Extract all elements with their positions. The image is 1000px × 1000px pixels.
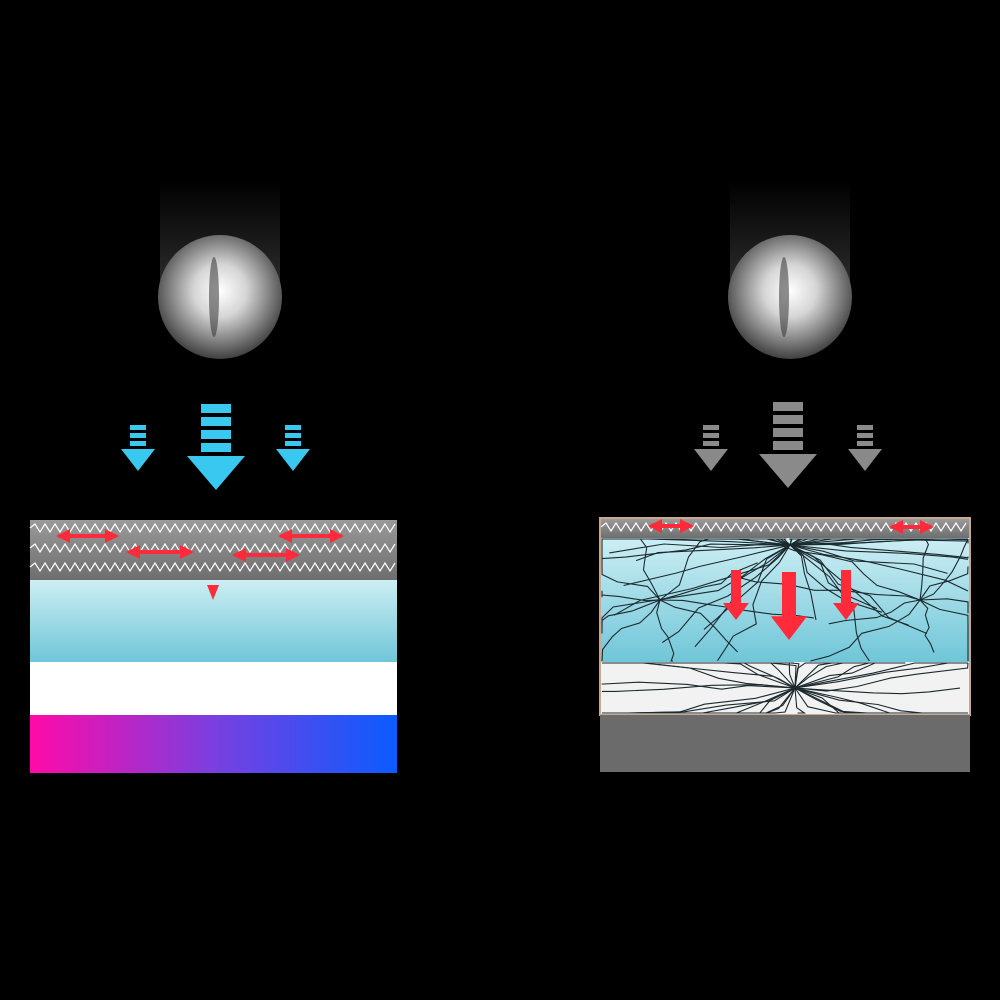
- crack-line: [789, 544, 969, 560]
- arrow-down-icon: [759, 402, 817, 488]
- crack-line: [661, 544, 791, 643]
- crack-line: [794, 687, 887, 714]
- crack-line: [688, 687, 796, 714]
- crack-line: [659, 599, 738, 653]
- layer-stack-protected: [29, 520, 397, 773]
- crack-line: [601, 681, 796, 690]
- crack-line: [810, 599, 921, 662]
- stress-arrows-protected: [56, 529, 344, 600]
- crack-line: [601, 590, 661, 602]
- crack-line: [789, 544, 870, 662]
- crack-line: [794, 662, 900, 689]
- layer-stack-unprotected: [599, 517, 971, 772]
- crack-line: [731, 575, 921, 601]
- crack-line: [789, 544, 878, 610]
- crack-line: [794, 687, 961, 695]
- arrow-down-icon: [121, 425, 155, 471]
- crack-line: [789, 544, 928, 635]
- crack-line: [919, 598, 969, 614]
- stress-arrow-down-icon: [723, 570, 749, 620]
- panel-unprotected: [599, 180, 971, 772]
- crack-line: [656, 599, 675, 662]
- steel-ball-icon: [158, 235, 282, 359]
- stress-arrow-icon: [56, 529, 119, 543]
- arrow-down-icon: [187, 404, 245, 490]
- crack-line: [794, 687, 807, 714]
- impact-arrows-unprotected: [694, 402, 882, 488]
- stress-arrow-down-icon: [207, 585, 219, 600]
- crack-line: [778, 662, 800, 689]
- glass-cracks: [601, 538, 969, 662]
- wave-line: [29, 542, 396, 554]
- panel-protected: [29, 180, 397, 773]
- stress-arrow-icon: [648, 519, 694, 533]
- steel-ball-icon: [728, 235, 852, 359]
- crack-line: [789, 544, 948, 574]
- arrow-down-icon: [276, 425, 310, 471]
- crack-line: [789, 538, 803, 546]
- crack-line: [659, 538, 735, 601]
- crack-line: [632, 538, 661, 601]
- crack-line: [601, 599, 661, 628]
- crack-line: [623, 544, 791, 587]
- wave-line: [29, 522, 396, 534]
- stress-arrow-icon: [278, 529, 344, 543]
- crack-line: [789, 538, 968, 546]
- crack-line: [794, 662, 968, 689]
- crack-line: [794, 662, 969, 692]
- crack-line: [789, 544, 969, 592]
- crack-line: [794, 687, 968, 714]
- crack-line: [613, 544, 791, 616]
- impact-arrows-protected: [121, 404, 310, 490]
- crack-line: [919, 538, 930, 601]
- crack-line: [601, 544, 791, 634]
- crack-line: [828, 599, 921, 625]
- crack-line: [741, 538, 791, 546]
- crack-line: [789, 544, 883, 613]
- crack-line: [789, 544, 817, 621]
- arrow-down-icon: [848, 425, 882, 471]
- crack-line: [789, 539, 969, 546]
- stress-arrow-icon: [126, 545, 194, 559]
- crack-line: [779, 544, 921, 601]
- crack-line: [601, 539, 661, 601]
- crack-line: [703, 544, 791, 630]
- stress-arrow-icon: [232, 548, 300, 562]
- white-layer-cracks: [601, 662, 969, 714]
- crack-line: [717, 544, 791, 662]
- crack-line: [919, 538, 969, 601]
- wave-line: [29, 561, 396, 573]
- stress-arrows-unprotected: [648, 519, 934, 640]
- crack-line: [919, 599, 935, 653]
- gray-base-layer: [600, 715, 970, 772]
- arrow-down-icon: [694, 425, 728, 471]
- crack-line: [919, 599, 969, 661]
- stress-arrow-down-icon: [770, 572, 808, 640]
- film-wave-lines: [29, 522, 396, 573]
- crack-line: [757, 662, 796, 689]
- crack-line: [602, 687, 796, 714]
- stress-arrow-down-icon: [833, 570, 859, 620]
- crack-line: [635, 544, 791, 562]
- crack-line: [601, 599, 661, 662]
- stress-arrow-icon: [889, 520, 934, 534]
- crack-line: [919, 566, 969, 601]
- white-layer: [30, 662, 397, 715]
- screen-gradient-layer: [30, 715, 397, 773]
